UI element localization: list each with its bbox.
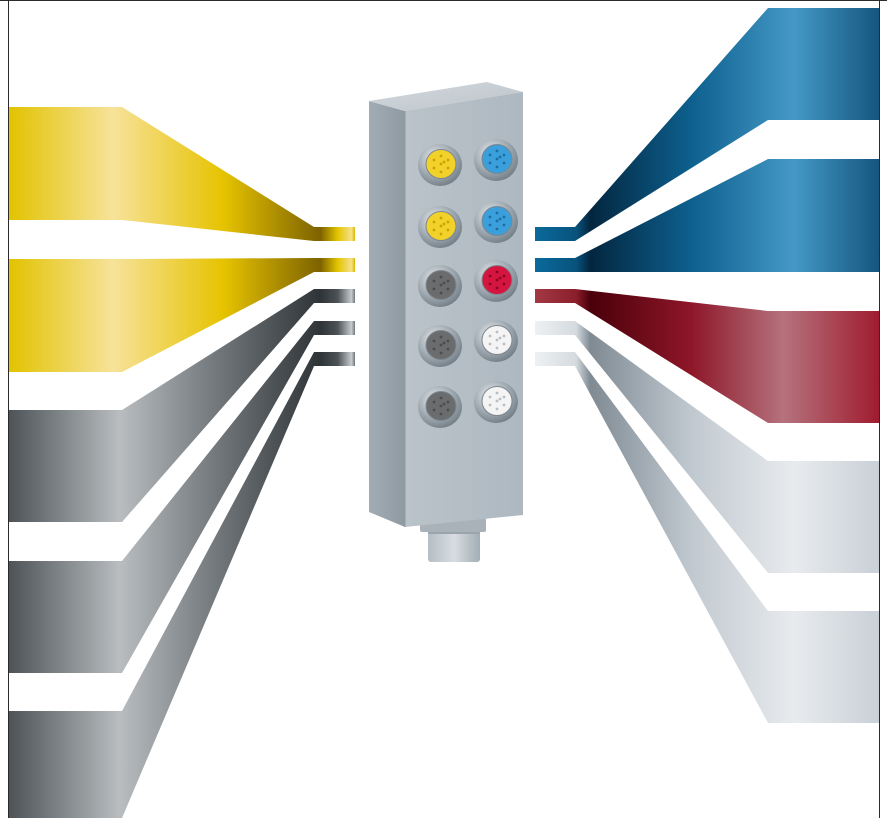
socket-2-left	[418, 206, 462, 248]
socket-5-right	[474, 381, 518, 423]
sockets	[418, 139, 518, 428]
box-plug	[428, 528, 480, 562]
socket-1-right	[474, 139, 518, 181]
socket-2-right	[474, 201, 518, 243]
box-top-face	[369, 82, 523, 111]
socket-4-left	[418, 325, 462, 367]
socket-5-left	[418, 386, 462, 428]
left-cables	[9, 107, 355, 818]
socket-1-left	[418, 144, 462, 186]
left-cable-gray-1	[9, 289, 355, 522]
left-cable-yellow-1	[9, 107, 355, 241]
right-cable-blue-2	[535, 159, 880, 272]
left-cable-gray-2	[9, 321, 355, 673]
socket-3-right	[474, 260, 518, 302]
right-cable-silver-2	[535, 352, 880, 723]
right-cables	[535, 8, 880, 723]
right-cable-silver-1	[535, 321, 880, 573]
frame-border-right	[879, 0, 880, 818]
right-cable-red	[535, 289, 880, 423]
left-cable-gray-3	[9, 352, 355, 818]
box-side-face	[369, 101, 405, 527]
right-cable-blue-1	[535, 8, 880, 241]
left-cable-yellow-2	[9, 258, 355, 372]
frame-border-top	[0, 0, 887, 1]
frame-border-left	[8, 0, 9, 818]
socket-4-right	[474, 320, 518, 362]
socket-3-left	[418, 265, 462, 307]
